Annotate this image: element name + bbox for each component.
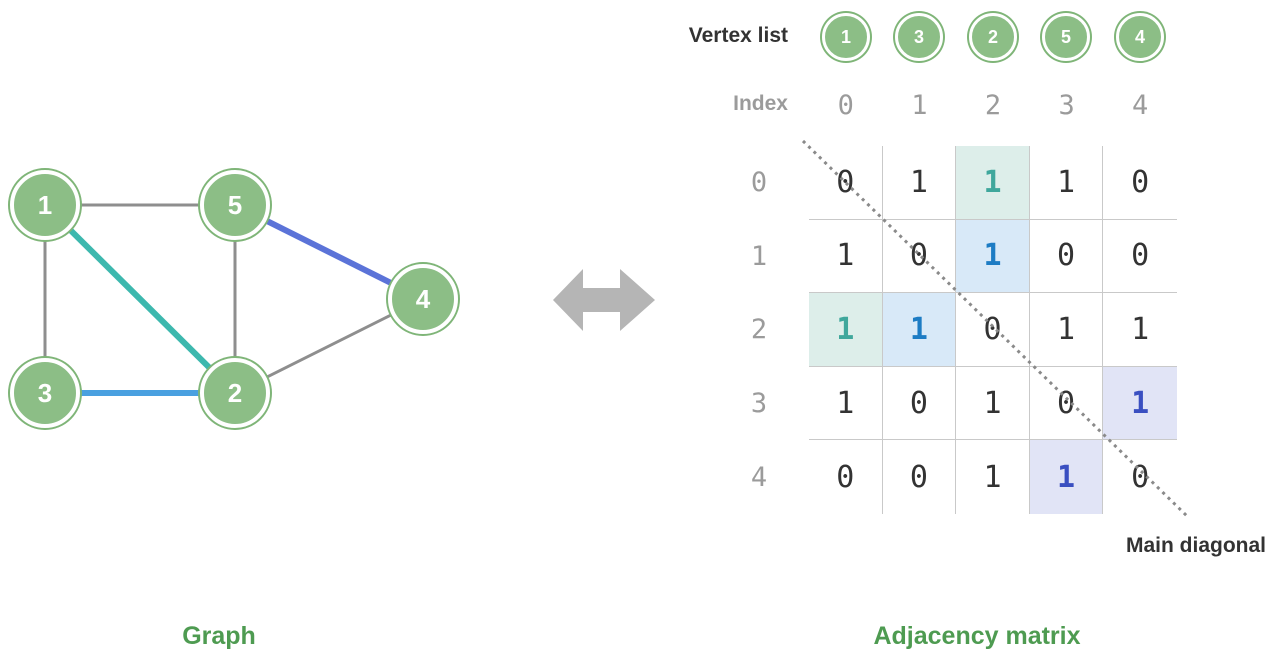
matrix-cell: 0	[809, 146, 883, 220]
graph-node-4: 4	[388, 264, 458, 334]
matrix-cell: 1	[1029, 293, 1104, 367]
matrix-cell: 0	[1103, 146, 1177, 220]
matrix-cell: 1	[882, 146, 957, 220]
matrix-cell: 1	[956, 146, 1030, 220]
node-label: 5	[227, 189, 243, 220]
row-indices: 0 1 2 3 4	[722, 146, 796, 514]
graph-node-2: 2	[200, 358, 270, 428]
row-index: 0	[750, 167, 768, 199]
vertex-list-label: Vertex list	[688, 24, 788, 47]
double-arrow	[553, 269, 655, 331]
matrix-cell: 1	[956, 366, 1030, 441]
vertex-circle-5: 5	[1042, 13, 1090, 61]
row-index: 4	[750, 461, 768, 493]
col-index: 2	[984, 89, 1002, 121]
row-index: 3	[750, 388, 768, 420]
matrix-cell: 1	[809, 219, 883, 294]
node-label: 4	[415, 283, 431, 314]
matrix-cell: 0	[1103, 220, 1177, 294]
matrix-cell: 1	[1103, 293, 1177, 367]
matrix-cell: 0	[1029, 366, 1104, 441]
matrix-cell: 1	[956, 219, 1030, 294]
node-label: 3	[37, 377, 53, 408]
graph-node-3: 3	[10, 358, 80, 428]
matrix-cell: 0	[1029, 219, 1104, 294]
column-indices: 0 1 2 3 4	[809, 79, 1177, 131]
matrix-cell: 1	[1029, 146, 1104, 220]
vertex-circle-1: 1	[822, 13, 870, 61]
vertex-circle-3: 3	[895, 13, 943, 61]
col-index: 0	[837, 89, 854, 121]
main-diagonal-label: Main diagonal	[1125, 534, 1266, 557]
matrix-cell: 1	[882, 293, 957, 367]
adjacency-matrix-grid: 0 1 1 1 0 1 0 1 0 0 1 1 0 1 1 1 0 1 0 1 …	[809, 146, 1177, 514]
matrix-cell: 1	[956, 440, 1030, 514]
edge-1-2	[42, 202, 238, 396]
col-index: 3	[1058, 89, 1075, 121]
row-index: 2	[750, 314, 768, 346]
node-label: 2	[227, 377, 243, 408]
col-index: 4	[1132, 89, 1149, 121]
vertex-label: 1	[840, 26, 851, 47]
vertex-label: 2	[987, 26, 998, 47]
row-index: 1	[750, 240, 768, 272]
matrix-cell: 0	[956, 293, 1030, 367]
matrix-cell: 0	[882, 219, 957, 294]
matrix-cell: 1	[1103, 366, 1177, 441]
node-label: 1	[37, 189, 53, 220]
graph-node-5: 5	[200, 170, 270, 240]
vertex-circle-2: 2	[969, 13, 1017, 61]
vertex-label: 4	[1134, 26, 1145, 47]
graph-node-1: 1	[10, 170, 80, 240]
graph-caption: Graph	[182, 622, 256, 650]
matrix-cell: 0	[1131, 459, 1150, 495]
vertex-label: 5	[1060, 26, 1071, 47]
col-index: 1	[911, 89, 928, 121]
index-label: Index	[733, 92, 788, 115]
adjacency-matrix-caption: Adjacency matrix	[873, 622, 1081, 650]
matrix-cell: 0	[883, 440, 957, 514]
matrix-cell: 1	[1029, 440, 1104, 514]
matrix-cell: 1	[809, 293, 883, 367]
vertex-label: 3	[913, 26, 924, 47]
vertex-circle-4: 4	[1116, 13, 1164, 61]
matrix-cell: 0	[809, 440, 883, 514]
matrix-cell: 1	[809, 366, 883, 441]
matrix-cell: 0	[882, 366, 957, 441]
